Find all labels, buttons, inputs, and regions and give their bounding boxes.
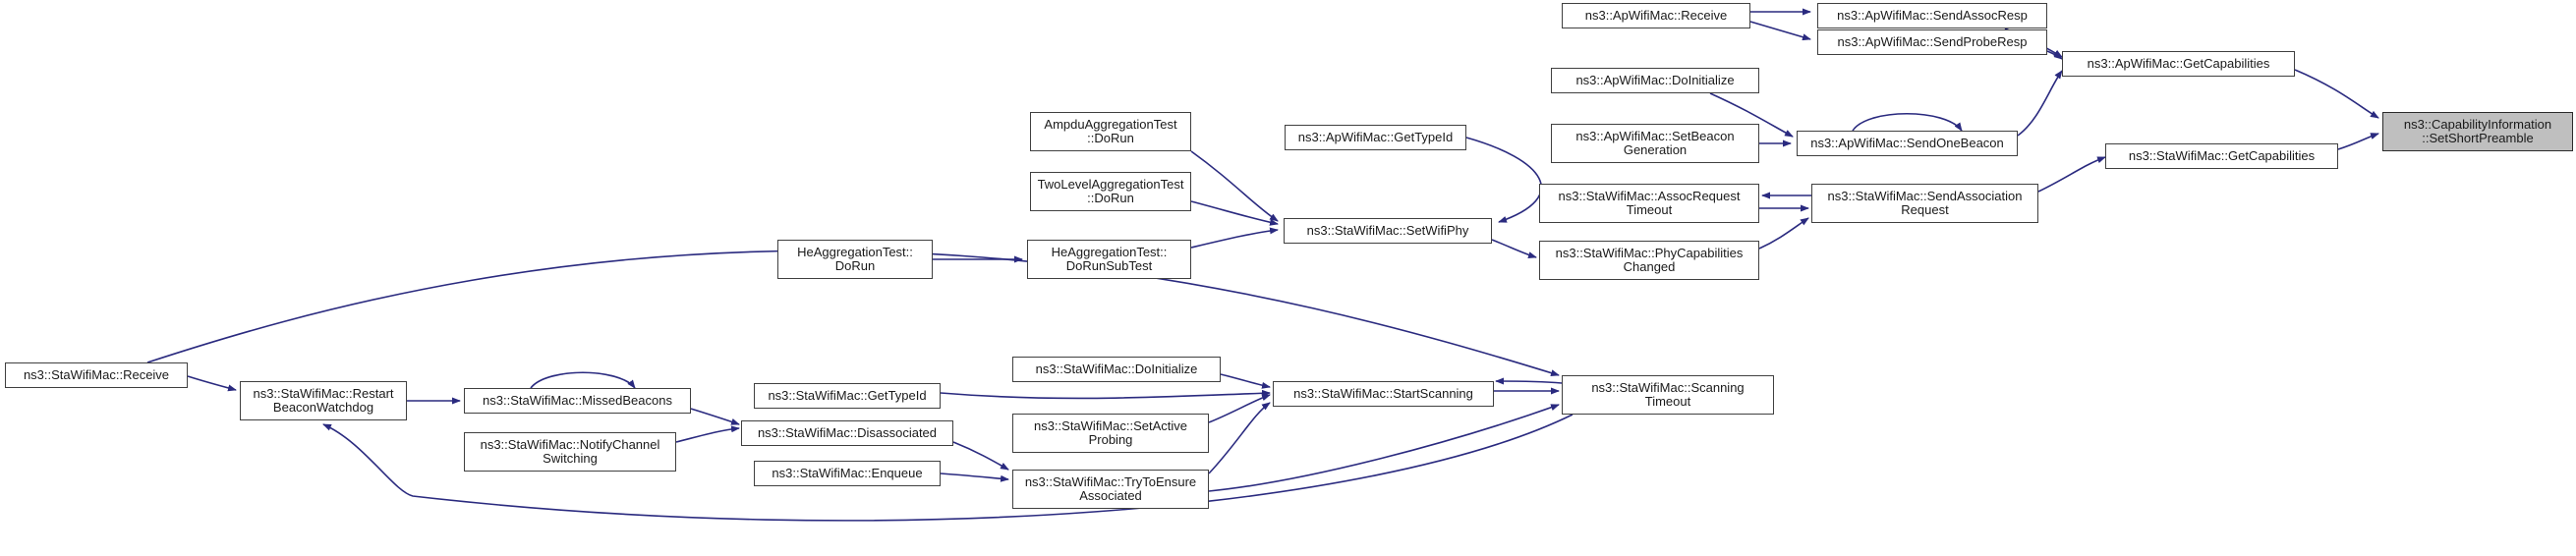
graph-node-n9[interactable]: ns3::ApWifiMac::SendOneBeacon (1797, 131, 2018, 156)
call-edge (2046, 50, 2063, 60)
graph-node-n11[interactable]: TwoLevelAggregationTest ::DoRun (1030, 172, 1191, 211)
call-edge (1495, 377, 1563, 385)
graph-node-n0[interactable]: ns3::ApWifiMac::Receive (1562, 3, 1750, 28)
graph-node-n1[interactable]: ns3::ApWifiMac::SendAssocResp (1817, 3, 2047, 28)
call-edge (2337, 133, 2379, 150)
graph-node-n14[interactable]: HeAggregationTest:: DoRun (777, 240, 933, 279)
call-edge (940, 389, 1271, 400)
graph-node-n13[interactable]: ns3::StaWifiMac::SendAssociation Request (1811, 184, 2038, 223)
call-edge (1220, 373, 1271, 389)
call-edge (1465, 137, 1543, 223)
graph-node-n4[interactable]: ns3::ApWifiMac::GetCapabilities (2062, 51, 2295, 77)
call-edge (187, 375, 237, 392)
graph-node-n16[interactable]: ns3::StaWifiMac::SetWifiPhy (1284, 218, 1492, 244)
call-edge (940, 473, 1009, 482)
call-edge (1190, 227, 1279, 249)
graph-node-n21[interactable]: ns3::StaWifiMac::GetTypeId (754, 383, 941, 409)
call-edge (530, 371, 636, 389)
graph-node-n2[interactable]: ns3::ApWifiMac::SendProbeResp (1817, 29, 2047, 55)
graph-node-n23[interactable]: ns3::StaWifiMac::StartScanning (1273, 381, 1494, 407)
call-edge (2294, 69, 2379, 119)
graph-node-n24[interactable]: ns3::StaWifiMac::Scanning Timeout (1562, 375, 1774, 415)
graph-node-n10[interactable]: ns3::StaWifiMac::GetCapabilities (2105, 143, 2338, 169)
graph-node-n19[interactable]: ns3::StaWifiMac::Restart BeaconWatchdog (240, 381, 407, 420)
graph-node-n28[interactable]: ns3::StaWifiMac::Enqueue (754, 461, 941, 486)
call-edge (1758, 217, 1809, 250)
graph-node-n22[interactable]: ns3::StaWifiMac::DoInitialize (1012, 357, 1221, 382)
graph-node-n17[interactable]: ns3::StaWifiMac::PhyCapabilities Changed (1539, 241, 1759, 280)
call-edge (1749, 21, 1811, 41)
graph-node-n8[interactable]: ns3::ApWifiMac::SetBeacon Generation (1551, 124, 1759, 163)
call-edge (1852, 112, 1963, 132)
call-edge (1190, 200, 1279, 226)
graph-node-n3[interactable]: ns3::ApWifiMac::DoInitialize (1551, 68, 1759, 93)
call-edge (952, 441, 1009, 471)
graph-node-n12[interactable]: ns3::StaWifiMac::AssocRequest Timeout (1539, 184, 1759, 223)
graph-node-n15[interactable]: HeAggregationTest:: DoRunSubTest (1027, 240, 1191, 279)
graph-node-n29[interactable]: ns3::StaWifiMac::TryToEnsure Associated (1012, 470, 1209, 509)
graph-node-n7[interactable]: ns3::ApWifiMac::GetTypeId (1285, 125, 1466, 150)
call-edge (1491, 239, 1537, 258)
call-edge (1208, 394, 1271, 423)
call-edge (1190, 150, 1279, 222)
graph-node-n20[interactable]: ns3::StaWifiMac::MissedBeacons (464, 388, 691, 414)
graph-node-n26[interactable]: ns3::StaWifiMac::Disassociated (741, 420, 953, 446)
graph-node-n27[interactable]: ns3::StaWifiMac::SetActive Probing (1012, 414, 1209, 453)
call-edge (675, 425, 740, 443)
call-edge (1208, 402, 1271, 474)
call-edge (690, 408, 740, 425)
graph-node-n6[interactable]: AmpduAggregationTest ::DoRun (1030, 112, 1191, 151)
call-edge (1208, 404, 1560, 492)
call-edge (2037, 156, 2106, 193)
graph-node-n25[interactable]: ns3::StaWifiMac::NotifyChannel Switching (464, 432, 676, 472)
call-edge (2017, 70, 2063, 137)
graph-node-n18[interactable]: ns3::StaWifiMac::Receive (5, 362, 188, 388)
graph-node-n5[interactable]: ns3::CapabilityInformation ::SetShortPre… (2382, 112, 2573, 151)
